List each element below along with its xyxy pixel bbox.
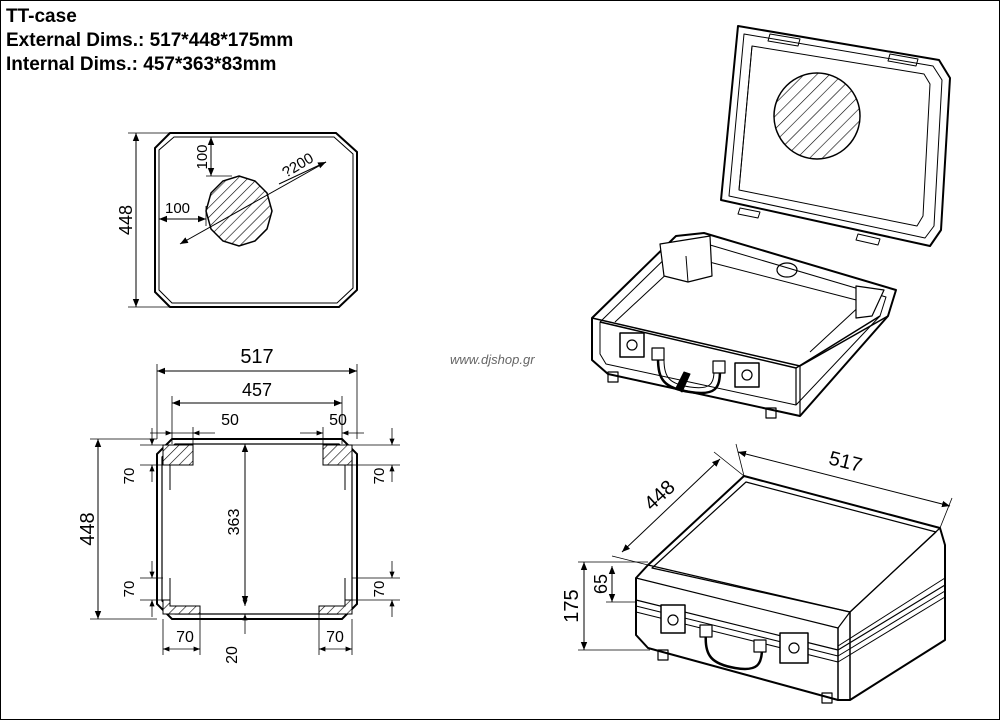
closed-height-label: 175: [561, 589, 583, 622]
open-case-base: [591, 232, 897, 417]
inner-height-label: 363: [226, 509, 243, 536]
open-case: [591, 25, 951, 419]
corner-top-left-label: 70: [121, 468, 138, 485]
left-wall-label: 50: [221, 412, 239, 429]
closed-length-label: 517: [827, 447, 865, 476]
closed-lid-height-label: 65: [591, 574, 611, 594]
closed-case: [578, 443, 953, 704]
closed-case-outline: [635, 475, 946, 701]
closed-case-handle: [704, 632, 764, 671]
inner-width-label: 457: [242, 380, 272, 400]
corner-bottom-right-width-label: 70: [326, 629, 344, 646]
corner-block-top-left: [162, 444, 194, 466]
internal-dimensions: Internal Dims.: 457*363*83mm: [6, 54, 277, 75]
outer-width-label: 517: [240, 346, 273, 368]
external-dimensions: External Dims.: 517*448*175mm: [6, 30, 294, 51]
inner-plan-inner-wall: [161, 443, 353, 615]
top-view-inner-outline: [158, 136, 354, 304]
corner-block-bottom-right: [318, 599, 353, 615]
open-case-handle: [656, 357, 722, 395]
closed-case-latch-left: [660, 604, 686, 634]
corner-bottom-left-label: 70: [121, 581, 138, 598]
inner-plan-outer-wall: [156, 438, 358, 620]
closed-case-latch-right: [779, 632, 809, 664]
top-view-height-label: 448: [116, 205, 136, 235]
lid-cutout: [773, 72, 861, 160]
top-view-outline: [154, 132, 358, 308]
corner-block-bottom-left: [162, 599, 201, 615]
watermark: www.djshop.gr: [450, 352, 535, 367]
inner-plan: [90, 364, 400, 655]
right-wall-label: 50: [329, 412, 347, 429]
corner-block-top-right: [322, 444, 353, 466]
corner-top-right-label: 70: [371, 468, 388, 485]
corner-bottom-right-label: 70: [371, 581, 388, 598]
cut-diameter-label: ?200: [279, 150, 316, 182]
cut-top-offset-label: 100: [194, 144, 211, 169]
closed-depth-label: 448: [640, 476, 679, 515]
top-view: [128, 132, 358, 308]
open-case-latch-left: [619, 332, 645, 358]
outer-height-label: 448: [77, 512, 99, 545]
open-case-latch-right: [734, 362, 760, 388]
corner-bottom-left-width-label: 70: [176, 629, 194, 646]
case-title: TT-case: [6, 6, 77, 27]
bottom-wall-label: 20: [224, 646, 241, 664]
cut-left-offset-label: 100: [165, 200, 190, 217]
